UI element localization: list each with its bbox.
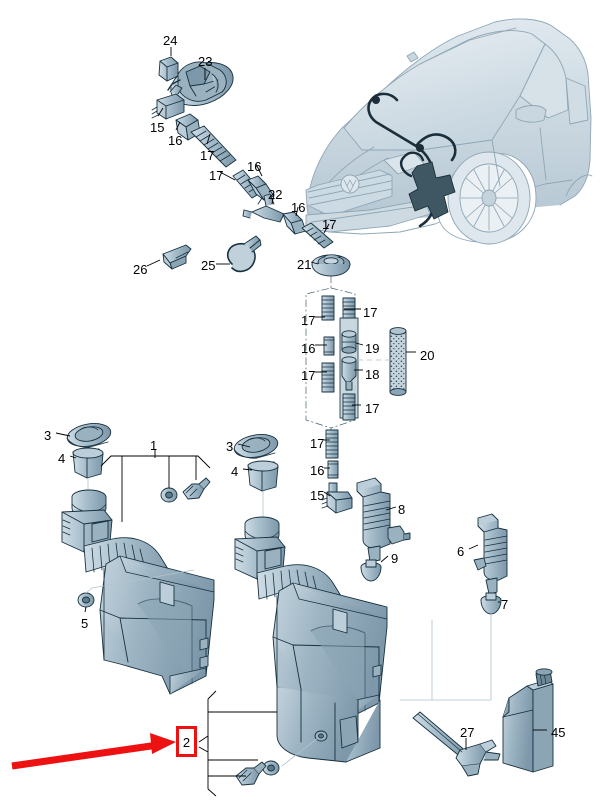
part-8-washer-pump [356,477,411,563]
part-16-col-left [323,336,335,356]
callout-4-right[interactable]: 4 [231,464,239,479]
part-18-non-return-valve [341,356,357,391]
part-3-filler-cap-left [66,423,112,448]
callout-25[interactable]: 25 [201,258,216,273]
part-27-tool [412,711,501,777]
callout-15-b[interactable]: 15 [310,488,325,503]
part-16-col-bottom [327,460,339,479]
callout-16-e[interactable]: 16 [310,463,325,478]
callout-17-g[interactable]: 17 [365,401,380,416]
callout-20[interactable]: 20 [420,348,435,363]
part-17-hose-top [190,125,237,168]
part-2-reservoir-tank [272,582,388,763]
part-4-filler-grommet-right [247,460,279,492]
part-19-t-connector [341,330,357,354]
callout-21[interactable]: 21 [297,257,312,272]
part-17-col-right-top [342,297,356,319]
part-3-filler-cap-right [233,434,279,459]
part-6-washer-pump [473,513,508,595]
vehicle-reservoir-module [400,151,456,220]
callout-8[interactable]: 8 [398,502,406,517]
bracket-1-small-part-a [160,487,178,503]
part-17-col-right-bottom [342,393,356,421]
callout-17-c[interactable]: 17 [322,217,337,232]
highlight-number: 2 [182,735,191,750]
callout-16-b[interactable]: 16 [247,159,262,174]
callout-19[interactable]: 19 [365,341,380,356]
callout-5[interactable]: 5 [81,616,89,631]
part-45-fluid-bottle [502,668,554,773]
part-4-filler-grommet-left [72,447,104,479]
left-reservoir-neck-housing [61,509,113,553]
callout-1[interactable]: 1 [150,438,158,453]
callout-27[interactable]: 27 [460,725,475,740]
part-21-washer-jet [311,254,351,277]
bracket-callout-2 [198,690,277,797]
callout-6[interactable]: 6 [457,544,465,559]
part-2-drain-plug [262,760,280,776]
part-25-hose-clip [226,235,262,273]
callout-17-d[interactable]: 17 [363,305,378,320]
part-24-cap [158,56,179,82]
callout-9[interactable]: 9 [391,551,399,566]
left-reservoir-tank [99,555,215,695]
part-22-y-connector [242,193,285,223]
callout-17-f[interactable]: 17 [301,368,316,383]
part-2-drain-screw [235,761,267,786]
part-26-retaining-clip [162,244,192,270]
part-5-grommet [77,592,95,608]
part-17-hose-c [301,222,334,249]
callout-18[interactable]: 18 [365,367,380,382]
callout-7[interactable]: 7 [501,597,509,612]
part-17-col-left-bottom [321,362,335,393]
highlight-box-callout-2[interactable]: 2 [176,726,197,757]
part-17-col-left-top [323,305,334,332]
callout-26[interactable]: 26 [133,262,148,277]
part-17-hose-d [321,295,335,321]
callout-16-c[interactable]: 16 [291,200,306,215]
callout-3-right[interactable]: 3 [226,439,234,454]
vehicle-outline [305,18,593,245]
part-15-col-bottom [321,482,353,514]
callout-17-e[interactable]: 17 [301,313,316,328]
callout-16-top[interactable]: 16 [168,133,183,148]
callout-24[interactable]: 24 [163,33,178,48]
callout-23[interactable]: 23 [198,54,213,69]
callout-22[interactable]: 22 [268,187,283,202]
callout-4-left[interactable]: 4 [58,451,66,466]
callout-16-d[interactable]: 16 [301,341,316,356]
callout-17-a[interactable]: 17 [200,148,215,163]
part-7-pump-seal [480,592,502,615]
callout-45[interactable]: 45 [551,725,566,740]
part-20-filter [389,327,407,396]
callout-15-top[interactable]: 15 [150,120,165,135]
callout-3-left[interactable]: 3 [44,428,52,443]
part-16-sleeve-c [282,211,307,235]
callout-17-b[interactable]: 17 [209,168,224,183]
part-23-headlight-washer-nozzle [167,61,234,106]
part-15-connector-top [151,84,185,120]
bracket-1-small-part-b [182,477,211,500]
part-17-col-bottom [325,429,339,459]
callout-17-h[interactable]: 17 [310,436,325,451]
leader-lines [55,47,547,750]
bracket-callout-1 [100,450,211,522]
part-9-pump-seal [360,559,382,582]
